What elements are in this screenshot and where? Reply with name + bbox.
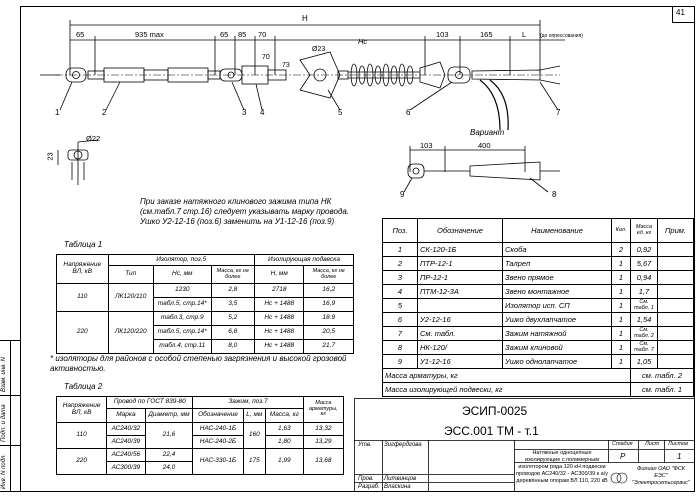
spec-head-mass: Масса ед. кг [630, 218, 658, 243]
dim-d23: Ø23 [312, 46, 326, 53]
callout-7: 7 [556, 108, 561, 117]
spec-table: Поз. Обозначение Наименование Кол. Масса… [382, 218, 694, 397]
sheets-label: Листов [668, 441, 689, 447]
checked-name: Литвинцов [384, 476, 417, 482]
drafted-role: Разраб. [358, 484, 380, 490]
code-2: ЭСС.001 ТМ - т.1 [444, 424, 539, 438]
callout-4: 4 [260, 108, 265, 117]
order-note-line-1: При заказе натяжного клинового зажима ти… [140, 197, 332, 206]
dim-L: L [522, 30, 527, 39]
stage-label: Стадия [612, 441, 633, 447]
dim-L-note: (до опрессования) [540, 33, 583, 39]
table2: Напряжение ВЛ, кВ Провод по ГОСТ 839-80 … [55, 396, 345, 475]
spec-mass-suspension-ref: см. табл. 1 [630, 382, 694, 397]
org-name: Филиал ОАО "ФСК ЕЭС" "Электросетьсервис" [632, 466, 690, 486]
order-note-line-2: (см.табл.7 стр.16) следует указывать мар… [140, 207, 350, 216]
t1-cell: 16,2 [303, 283, 354, 298]
title-description: Натяжные одноцепные изолирующие с полиме… [516, 450, 608, 484]
detail-d22: Ø22 [86, 134, 101, 143]
callout-9: 9 [400, 190, 405, 199]
spec-head-name: Наименование [502, 218, 612, 243]
callout-5: 5 [338, 108, 343, 117]
callout-8: 8 [552, 190, 557, 199]
dim-65a: 65 [76, 30, 85, 39]
approved-name: Зигфердгова [384, 442, 422, 448]
table1-footnote: * изоляторы для районов с особой степень… [50, 354, 347, 373]
t1-cell: 5,2 [210, 311, 255, 326]
table1: Напряжение ВЛ, кВ Изолятор, поз.5 Изолир… [56, 254, 355, 354]
dim-70b: 70 [262, 54, 270, 61]
dim-65b: 65 [220, 30, 229, 39]
order-note: При заказе натяжного клинового зажима ти… [140, 197, 349, 227]
drafted-name: Власкина [384, 484, 411, 490]
callout-6: 6 [406, 108, 411, 117]
t2-cell: 1,99 [264, 448, 304, 475]
t2-cell: 175 [242, 448, 266, 475]
variant-dim-103: 103 [420, 141, 433, 150]
t2-cell: АС300/39 [106, 461, 146, 475]
callout-1: 1 [55, 108, 60, 117]
sheets-value: 1 [677, 452, 682, 461]
t2-cell: НАС-330-1Б [192, 448, 244, 475]
t1-type-220: ЛК120/220 [107, 311, 154, 354]
t2-cell: 13,68 [302, 448, 345, 475]
org-logo-icon [610, 472, 628, 484]
dim-Hc: Hc [358, 37, 368, 46]
page-number: 41 [676, 8, 685, 17]
dim-103: 103 [436, 30, 449, 39]
t1-v110: 110 [56, 283, 109, 312]
callout-2: 2 [102, 108, 107, 117]
dim-935: 935 max [135, 30, 164, 39]
dim-73: 73 [282, 62, 290, 69]
table1-caption: Таблица 1 [64, 240, 103, 249]
code-1: ЭСИП-0025 [462, 404, 528, 418]
checked-role: Пров. [358, 476, 374, 482]
table2-caption: Таблица 2 [64, 382, 103, 391]
callout-3: 3 [242, 108, 247, 117]
t2-head-mass-arm: Масса арматуры, кг [302, 396, 345, 423]
dim-H: H [302, 14, 308, 23]
t2-cell: 24,0 [144, 461, 194, 475]
t1-cell: 8,0 [210, 339, 255, 354]
order-note-line-3: Ушко У2-12-16 (поз.6) заменить на У1-12-… [140, 217, 335, 226]
variant-dim-400: 400 [478, 141, 491, 150]
dim-85: 85 [238, 30, 247, 39]
stage-value: Р [620, 452, 626, 461]
variant-title: Вариант [470, 128, 505, 137]
assembly-drawing [40, 20, 565, 193]
dim-165: 165 [480, 30, 493, 39]
spec-head-designation: Обозначение [417, 218, 503, 243]
t1-v220: 220 [56, 311, 109, 354]
t1-cell: 21,7 [303, 339, 354, 354]
spec-head-note: Прим. [657, 218, 694, 243]
sheet-label: Лист [645, 441, 660, 447]
approved-role: Утв. [358, 442, 372, 448]
t2-v220: 220 [55, 448, 108, 475]
dim-70: 70 [258, 30, 267, 39]
